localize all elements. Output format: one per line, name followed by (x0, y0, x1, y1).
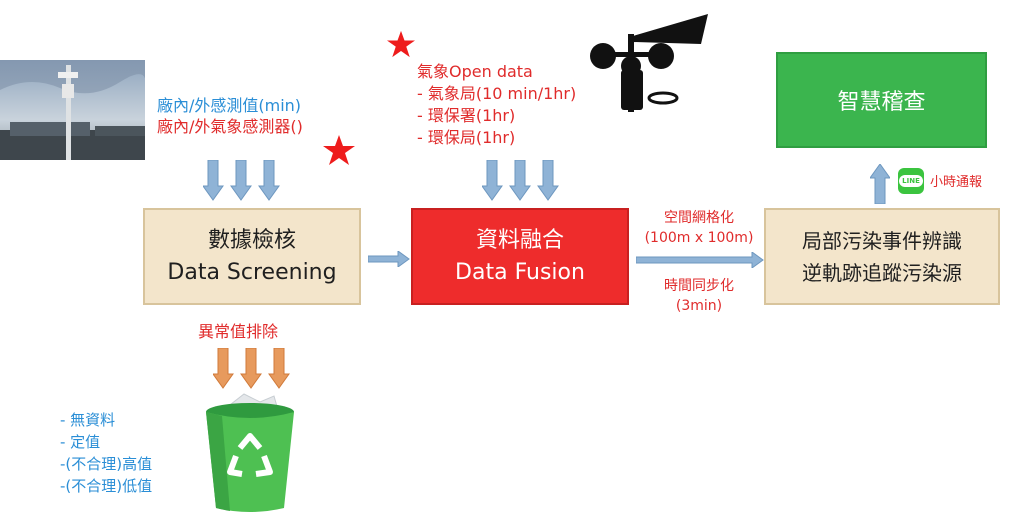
anomaly-removal-label: 異常值排除 (198, 322, 279, 341)
weather-source-item: - 環保局(1hr) (417, 128, 516, 147)
data-screening-title-en: Data Screening (167, 259, 337, 285)
pollution-event-box: 局部污染事件辨識 逆軌跡追蹤污染源 (764, 208, 1000, 305)
data-screening-box: 數據檢核 Data Screening (143, 208, 361, 305)
removed-data-list: - 無資料 - 定值 -(不合理)高值 -(不合理)低值 (60, 409, 152, 497)
down-arrows-icon (212, 347, 293, 394)
right-arrow-icon (635, 251, 764, 272)
data-fusion-box: 資料融合 Data Fusion (411, 208, 629, 305)
site-photo (0, 60, 146, 160)
smart-inspection-label: 智慧稽查 (837, 90, 926, 115)
weather-sensor-label: 廠內/外氣象感測器() (157, 117, 303, 136)
line-app-icon: LINE (898, 168, 924, 194)
spatial-grid-label: 空間網格化 (664, 210, 734, 226)
weather-source-item: - 環保署(1hr) (417, 106, 516, 125)
sensor-description: 廠內/外感測值(min) 廠內/外氣象感測器() (157, 95, 303, 137)
data-fusion-title-en: Data Fusion (455, 259, 585, 285)
event-identification-label: 局部污染事件辨識 (802, 228, 962, 253)
removed-data-item: -(不合理)高值 (60, 455, 153, 473)
weather-open-data-title: 氣象Open data (417, 62, 533, 81)
sensor-values-label: 廠內/外感測值(min) (157, 96, 302, 115)
removed-data-item: -(不合理)低值 (60, 477, 153, 495)
fusion-to-event-labels: 空間網格化 (100m x 100m) (636, 208, 762, 248)
star-icon (322, 134, 356, 170)
weather-open-data: 氣象Open data - 氣象局(10 min/1hr) - 環保署(1hr)… (417, 61, 576, 149)
time-sync-label: 時間同步化 (664, 278, 734, 294)
down-arrows-icon (481, 159, 562, 206)
removed-data-item: - 定值 (60, 433, 101, 451)
removed-data-item: - 無資料 (60, 411, 116, 429)
time-sync-interval: (3min) (675, 298, 723, 314)
star-icon (386, 30, 416, 62)
data-screening-title-zh: 數據檢核 (207, 227, 296, 253)
data-fusion-title-zh: 資料融合 (475, 227, 564, 253)
up-arrow-icon (869, 163, 891, 208)
weather-source-item: - 氣象局(10 min/1hr) (417, 84, 577, 103)
recycle-bin-icon (204, 392, 296, 518)
fusion-to-event-labels-lower: 時間同步化 (3min) (636, 276, 762, 316)
back-trajectory-label: 逆軌跡追蹤污染源 (802, 260, 962, 285)
hourly-notify-label: 小時通報 (930, 175, 983, 190)
right-arrow-icon (367, 250, 410, 271)
smart-inspection-box: 智慧稽查 (776, 52, 987, 148)
down-arrows-icon (202, 159, 283, 206)
weather-vane-icon (583, 6, 718, 120)
line-app-label: LINE (899, 175, 923, 187)
spatial-grid-size: (100m x 100m) (644, 230, 754, 246)
